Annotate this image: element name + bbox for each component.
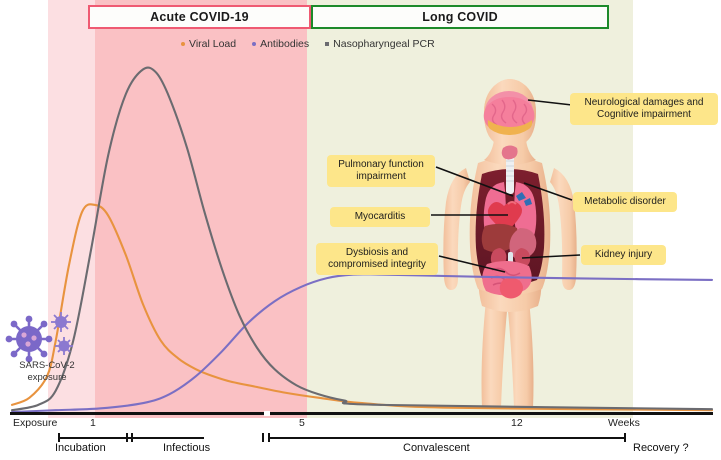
callout-neurological-line1: Neurological damages and [584,97,704,108]
axis-tick-2: 5 [299,417,305,429]
phase-label-0: Incubation [55,442,106,454]
legend-item-viral-load: Viral Load [181,38,236,50]
callout-metabolic-line1: Metabolic disorder [584,196,666,207]
bracket-tick-incubation-end [126,433,128,442]
legend-label-antibodies: Antibodies [260,38,310,50]
virus-icon [5,312,73,363]
chart-legend: Viral Load Antibodies Nasopharyngeal PCR [181,38,435,50]
timeline-axis [10,412,713,415]
header-acute-label: Acute COVID-19 [150,10,249,24]
header-long-label: Long COVID [422,10,498,24]
axis-tick-3: 12 [511,417,523,429]
legend-swatch-antibodies [252,42,257,46]
axis-tick-0: Exposure [13,417,58,429]
callout-metabolic: Metabolic disorder [573,192,677,212]
header-long-covid: Long COVID [311,5,609,29]
phase-label-3: Recovery ? [633,442,689,454]
callout-pulmonary: Pulmonary function impairment [327,155,435,187]
header-acute-covid: Acute COVID-19 [88,5,311,29]
bracket-tick-convalescent-start [268,433,270,442]
callout-dysbiosis-line2: compromised integrity [328,259,426,270]
legend-swatch-pcr [325,42,330,46]
callout-neurological-line2: Cognitive impairment [597,109,691,120]
callout-neurological: Neurological damages and Cognitive impai… [570,93,718,125]
callout-dysbiosis: Dysbiosis and compromised integrity [316,243,438,275]
bracket-tick-infectious-end [262,433,264,442]
callout-dysbiosis-line1: Dysbiosis and [345,247,409,258]
bracket-tick-infectious-start [131,433,133,442]
exposure-caption: SARS-CoV-2 exposure [4,360,90,383]
callout-kidney: Kidney injury [581,245,666,265]
bracket-tick-start [58,433,60,442]
callout-myocarditis-line1: Myocarditis [354,211,406,222]
callout-myocarditis: Myocarditis [330,207,430,227]
exposure-caption-line2: exposure [27,371,67,383]
callout-pulmonary-line2: impairment [356,171,406,182]
phase-label-2: Convalescent [403,442,470,454]
legend-swatch-viral-load [181,42,185,46]
timeline-axis-break [264,411,270,416]
callout-pulmonary-line1: Pulmonary function [338,159,424,170]
legend-label-viral-load: Viral Load [189,38,237,50]
axis-tick-1: 1 [90,417,96,429]
legend-item-antibodies: Antibodies [252,38,309,50]
band-acute-covid [95,0,307,418]
legend-item-pcr: Nasopharyngeal PCR [325,38,435,50]
phase-label-1: Infectious [163,442,211,454]
legend-label-pcr: Nasopharyngeal PCR [333,38,435,50]
axis-tick-4: Weeks [608,417,640,429]
exposure-caption-line1: SARS-CoV-2 [19,360,75,371]
callout-kidney-line1: Kidney injury [594,249,653,260]
sars-cov-2-exposure-marker: SARS-CoV-2 exposure [4,305,90,395]
bracket-tick-convalescent-end [624,433,626,442]
bracket-convalescent [268,437,625,439]
